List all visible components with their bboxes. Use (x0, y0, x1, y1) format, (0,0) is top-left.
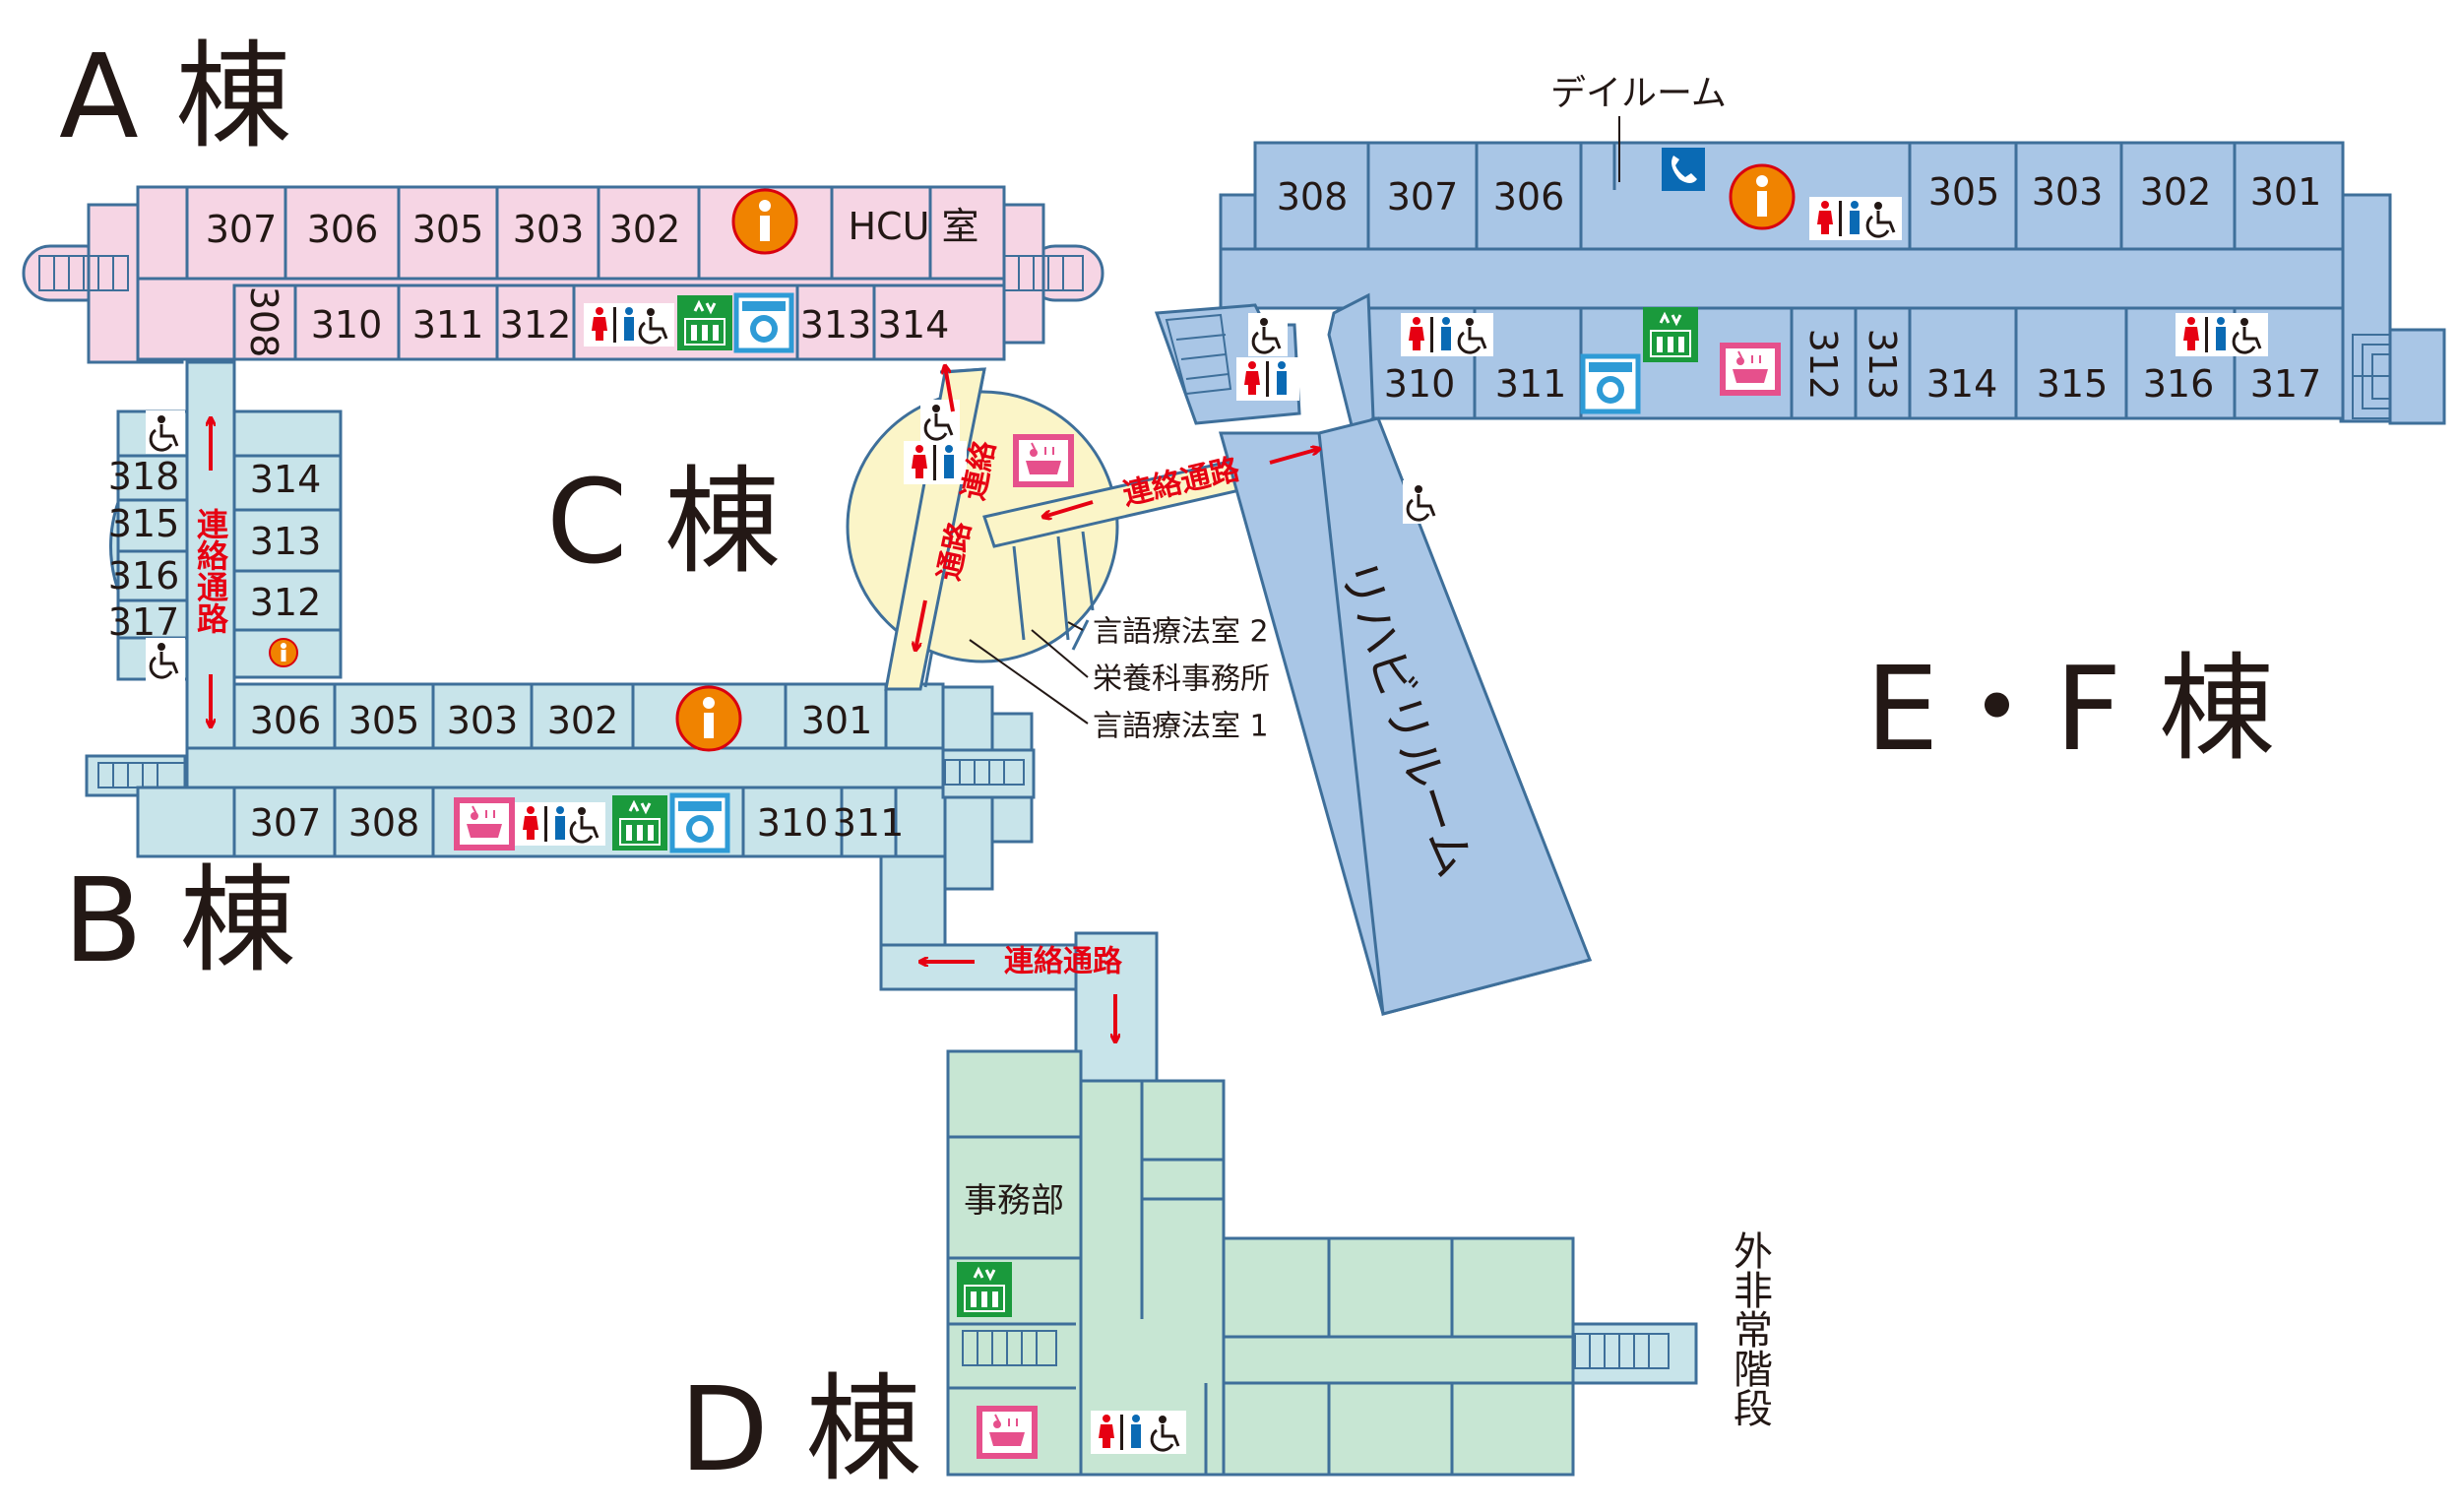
b-room-311: 311 (833, 801, 905, 845)
c-room-314: 314 (250, 458, 322, 501)
ef-laundry-icon (1583, 356, 1638, 411)
building-d-label: D 棟 (679, 1361, 921, 1497)
b-bath-icon (457, 800, 512, 848)
b-room-307: 307 (250, 801, 322, 845)
a-room-308: 308 (242, 286, 285, 358)
ef-toilet-icon-stair (1236, 357, 1299, 401)
ef-room-314: 314 (1926, 362, 1998, 406)
a-info-icon (731, 188, 798, 255)
ef-room-307: 307 (1387, 175, 1459, 219)
c-info-icon (675, 685, 742, 752)
d-elevator-icon (955, 1260, 1014, 1319)
ef-dayroom-label: デイルーム (1550, 74, 1727, 114)
d-wing (946, 931, 1698, 1477)
junction-toilet-icon (904, 441, 967, 484)
ef-room-302: 302 (2140, 170, 2212, 214)
ef-room-316: 316 (2143, 362, 2215, 406)
a-laundry-icon (736, 295, 791, 350)
building-c-label: C 棟 (546, 454, 781, 590)
a-elevator-icon (675, 293, 734, 352)
junction-bath-icon (1016, 437, 1071, 484)
c-room-306: 306 (250, 699, 322, 742)
d-office-label: 事務部 (964, 1181, 1064, 1221)
a-room-312: 312 (500, 303, 572, 346)
ef-wheelchair-icon-top (1861, 195, 1904, 242)
d-stairs-label: 外非常階段 (1727, 1230, 1772, 1427)
b-laundry-icon (672, 795, 727, 850)
a-room-303: 303 (513, 208, 585, 251)
building-b-label: B 棟 (63, 852, 295, 988)
ef-room-308: 308 (1277, 175, 1349, 219)
ef-room-310: 310 (1384, 362, 1456, 406)
corridor-label-vertical: 連絡通路 (192, 508, 229, 634)
c-room-315: 315 (108, 502, 180, 545)
c-room-302: 302 (547, 699, 619, 742)
a-hcu-room: HCU 室 (848, 205, 978, 248)
ef-phone-icon (1662, 148, 1705, 191)
c-info-icon-small (269, 638, 298, 667)
b-room-308: 308 (348, 801, 420, 845)
c-room-301: 301 (801, 699, 873, 742)
d-wheelchair-icon (1145, 1409, 1188, 1456)
ef-room-317: 317 (2250, 362, 2322, 406)
ef-room-301: 301 (2250, 170, 2322, 214)
ef-wheelchair-icon-right (2227, 311, 2270, 358)
ef-room-315: 315 (2037, 362, 2109, 406)
junction-nutrition-office: 栄養科事務所 (1093, 662, 1270, 697)
a-room-306: 306 (307, 208, 379, 251)
c-room-313: 313 (250, 520, 322, 563)
ef-room-312: 312 (1801, 329, 1845, 401)
building-a-label: A 棟 (59, 29, 291, 164)
ef-elevator-icon (1641, 305, 1700, 364)
d-stairs-text: 外非常階段 (1727, 1230, 1772, 1427)
d-bath-icon (979, 1409, 1035, 1456)
junction-speech-room-2: 言語療法室 2 (1093, 615, 1269, 650)
ef-wheelchair-icon-rehab (1401, 478, 1444, 526)
corridor-label-bottom: 連絡通路 (1004, 945, 1123, 979)
c-room-305: 305 (348, 699, 420, 742)
ef-room-313: 313 (1861, 329, 1904, 401)
c-room-318: 318 (108, 455, 180, 498)
ef-room-303: 303 (2032, 170, 2104, 214)
junction-speech-room-1: 言語療法室 1 (1093, 710, 1269, 744)
c-wheelchair-icon-bottom (144, 636, 187, 683)
building-ef-label: E・F 棟 (1865, 641, 2275, 777)
b-wheelchair-icon (564, 800, 607, 848)
c-wheelchair-icon-top (144, 409, 187, 456)
a-room-302: 302 (609, 208, 681, 251)
ef-room-311: 311 (1495, 362, 1567, 406)
a-wing: 307 306 305 303 302 HCU 室 308 310 311 31… (22, 185, 1104, 364)
b-elevator-icon (610, 793, 669, 852)
a-room-305: 305 (412, 208, 484, 251)
c-room-316: 316 (108, 554, 180, 598)
ef-wheelchair-icon-stair (1246, 311, 1290, 358)
a-room-314: 314 (878, 303, 950, 346)
a-room-311: 311 (412, 303, 484, 346)
a-wheelchair-icon (633, 301, 676, 348)
a-room-313: 313 (800, 303, 872, 346)
ef-room-305: 305 (1928, 170, 2000, 214)
b-room-310: 310 (757, 801, 829, 845)
c-room-303: 303 (447, 699, 519, 742)
c-room-317: 317 (108, 600, 180, 644)
ef-wheelchair-icon-mid (1452, 311, 1495, 358)
ef-info-icon (1729, 163, 1796, 230)
c-room-312: 312 (250, 581, 322, 624)
d-toilet-icon (1091, 1411, 1154, 1454)
junction (846, 367, 1341, 724)
corridor-arrows (211, 366, 1319, 1041)
ef-wing (1154, 141, 2446, 1016)
ef-bath-icon (1723, 346, 1778, 393)
ef-room-306: 306 (1493, 175, 1565, 219)
a-room-307: 307 (206, 208, 278, 251)
a-room-310: 310 (311, 303, 383, 346)
